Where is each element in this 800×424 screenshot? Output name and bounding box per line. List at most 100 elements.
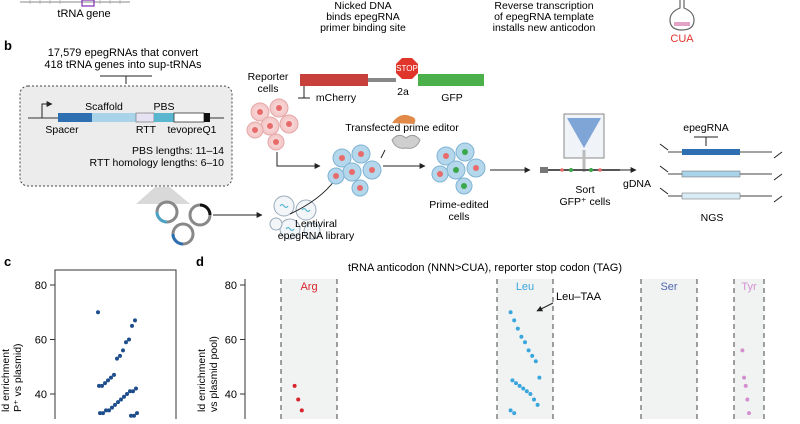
panel-d-point [745,397,750,402]
trna-gene-label: tRNA gene [57,8,110,20]
panel-c-point [128,389,132,394]
top-strip: tRNA gene Nicked DNA binds epegRNA prime… [20,0,695,45]
panel-d-point [535,402,540,407]
epegrna-label: epegRNA [683,122,729,134]
panel-d-group-leu: Leu [496,279,554,419]
reverse-tx-line-3: installs new anticodon [493,22,596,34]
panel-c-point [122,394,126,399]
panel-c-point [121,348,125,353]
panel-d-point [512,411,517,416]
nicked-dna-line-2: binds epegRNA [326,11,400,23]
tevopreq-segment [173,112,205,123]
panel-d-point [743,383,748,388]
lentivirus-rna-squiggles [279,203,311,232]
terminator-segment [204,113,210,122]
tevopreq-label: tevopreQ1 [167,124,216,136]
panel-d-group-label: Ser [660,281,677,293]
panel-c-point [109,375,113,380]
panel-d-point [523,340,527,345]
panel-d-point [510,378,515,383]
panel-d-point [530,353,535,358]
panel-c-point [130,323,134,328]
panel-c-points [96,310,139,418]
panel-c-point [131,389,135,394]
panel-c-point [124,340,128,345]
anticodon-label: CUA [670,33,694,45]
prime-edited-line-2: cells [448,211,469,223]
panel-d-tick-label: 60 [225,335,237,347]
trna-anticodon-loop-icon [669,0,695,31]
panel-d-group-band [281,279,337,419]
panel-d-tick-label: 40 [225,389,237,401]
plasmid-icons [155,200,212,246]
panel-b: b 17,579 epegRNAs that convert 418 tRNA … [4,38,783,246]
library-line-2: 418 tRNA genes into sup-tRNAs [44,59,202,71]
linker-2a-block [368,78,396,82]
panel-d-point [532,397,536,402]
pbs-label: PBS [153,101,174,113]
panel-d-group-band [734,279,764,419]
panel-c-point [132,413,136,418]
panel-d-point [528,392,533,396]
panel-c-point [119,397,123,402]
mcherry-block [300,74,368,86]
panel-d: d tRNA anticodon (NNN>CUA), reporter sto… [196,254,765,419]
panel-d-point [292,383,297,388]
epegrna-bracket [694,136,718,146]
pbs-segment [154,113,174,122]
anticodon-box [81,0,95,7]
nicked-dna-line-3: primer binding site [320,22,406,34]
facs-sorter-icon [540,113,620,173]
panel-c-point [129,413,133,418]
panel-c-ylabel-line-2: P⁺ vs plasmid) [12,343,24,412]
panel-d-group-ser: Ser [640,279,698,419]
panel-b-letter: b [4,38,12,53]
panel-d-group-band [497,279,553,419]
panel-c-point [96,310,100,315]
sort-line-2: GFP⁺ cells [559,196,610,208]
panel-c-point [118,353,122,358]
panel-c-point [110,405,114,410]
rtt-segment [135,112,155,123]
panel-d-point [514,381,518,386]
lentiviral-line-1: Lentiviral [295,218,337,230]
panel-d-group-label: Arg [300,281,317,293]
panel-c-point [104,408,108,413]
panel-d-point [740,348,745,353]
panel-d-point [508,310,513,315]
panel-d-point [515,326,520,331]
panel-c-tick-label: 80 [35,280,47,292]
lentiviral-line-2: epegRNA library [278,230,355,242]
panel-c-point [133,318,137,323]
panel-c-point [106,378,110,383]
arrow-to-pooled-cells [276,152,321,169]
nicked-dna-line-1: Nicked DNA [334,0,391,12]
prime-editor-complex-icon [391,134,421,149]
panel-d-point [508,408,513,413]
library-line-1: 17,579 epegRNAs that convert [48,47,198,59]
sort-line-1: Sort [575,184,594,196]
panel-c-point [135,411,139,416]
panel-c-point [115,356,119,361]
panel-d-tick-label: 80 [225,280,237,292]
panel-c-point [98,411,102,416]
panel-d-ylabel-line-1: ld enrichment [196,349,208,412]
mcherry-label: mCherry [316,92,357,104]
panel-d-group-label: Leu [516,281,534,293]
stop-sign-icon [396,58,418,79]
panel-d-letter: d [196,254,204,269]
panel-c-point [103,381,107,386]
panel-d-point [537,375,542,380]
panel-c-point [97,383,101,388]
gfp-label: GFP [441,92,463,104]
ngs-label: NGS [701,212,724,224]
panel-d-annotation: Leu–TAA [556,291,602,303]
panel-c-point [134,386,138,391]
spacer-segment [58,113,92,122]
rtt-label: RTT [136,124,157,136]
panel-c-tick-label: 40 [35,389,47,401]
